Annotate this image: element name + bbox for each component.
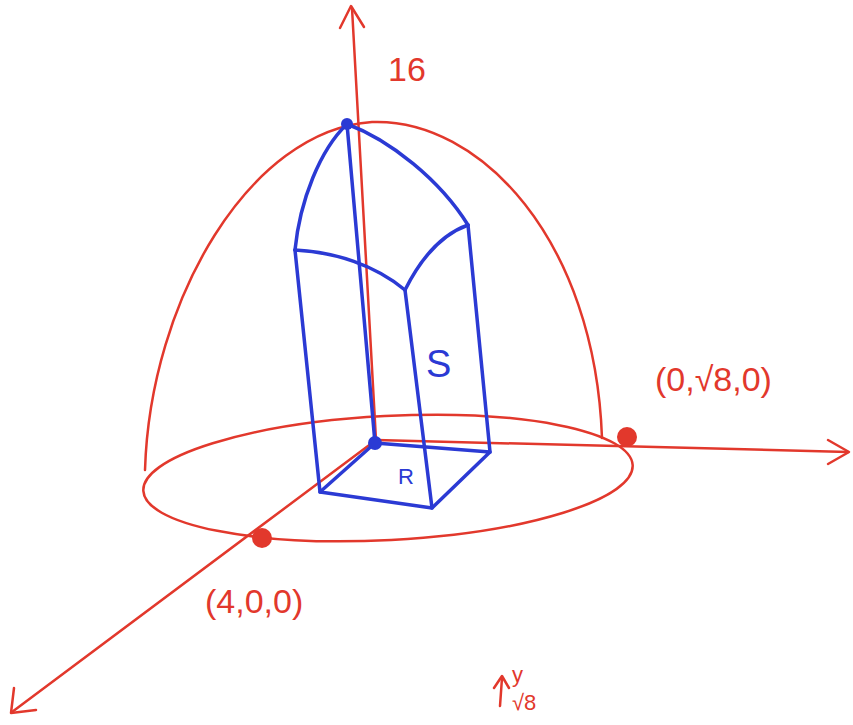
- prism-edge: [468, 225, 490, 452]
- axis-label: √8: [512, 692, 536, 714]
- origin-dot: [368, 436, 382, 450]
- region-label: R: [398, 466, 414, 488]
- arrow-head: [828, 440, 849, 464]
- prism-top: [295, 250, 405, 290]
- region-rectangle: [320, 443, 490, 508]
- point-label: (4,0,0): [205, 584, 303, 618]
- point-dot: [252, 528, 272, 548]
- prism-edge: [347, 124, 375, 443]
- x-axis: [12, 440, 376, 712]
- prism-top: [347, 124, 468, 225]
- base-ellipse: [140, 403, 636, 552]
- height-label: 16: [388, 52, 426, 86]
- arrow-head: [494, 676, 509, 688]
- point-label: (0,√8,0): [655, 362, 772, 396]
- solid-label: S: [426, 345, 451, 383]
- y-arrow: [500, 678, 502, 706]
- axis-label: y: [512, 664, 523, 686]
- point-dot: [617, 427, 637, 447]
- prism-edge: [295, 250, 320, 492]
- arrow-head: [340, 6, 364, 28]
- prism-top: [405, 225, 468, 290]
- prism-top: [295, 124, 347, 250]
- arrow-head: [11, 688, 36, 713]
- apex-dot: [341, 118, 353, 130]
- dome-outline: [145, 122, 602, 470]
